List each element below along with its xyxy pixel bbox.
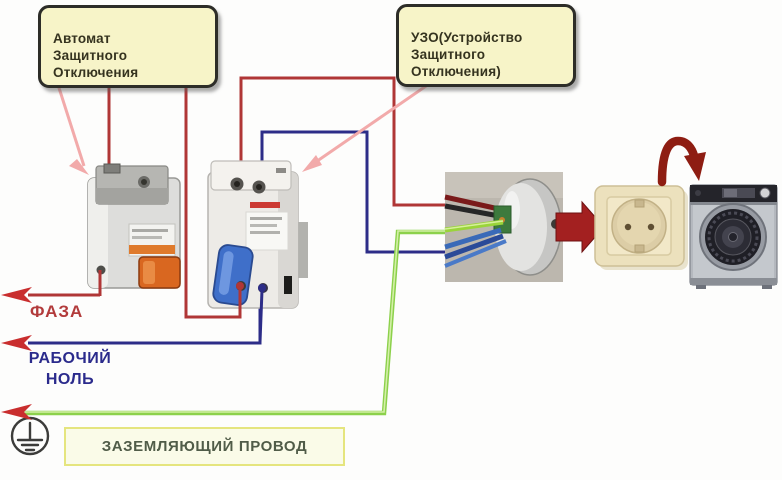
breaker-callout-text: Автомат Защитного Отключения <box>53 31 139 80</box>
ground-label-text: ЗАЗЕМЛЯЮЩИЙ ПРОВОД <box>101 438 308 455</box>
washer-display <box>722 188 755 198</box>
neutral-label: РАБОЧИЙ НОЛЬ <box>28 350 112 388</box>
ground-arrowhead <box>1 404 32 420</box>
photo-wire-black <box>444 203 500 219</box>
phase-arrowhead <box>1 287 32 303</box>
photo-wire-ground <box>444 219 504 233</box>
breaker-device <box>87 163 181 289</box>
junction-to-socket-arrow <box>555 200 605 254</box>
phase-wire-rcd-to-junction <box>239 76 450 207</box>
rcd-callout-text: УЗО(Устройство Защитного Отключения) <box>411 30 523 79</box>
photo-wire-blue-3 <box>444 239 507 268</box>
photo-wire-brown <box>444 194 500 212</box>
rcd-callout-box: УЗО(Устройство Защитного Отключения) <box>396 4 576 87</box>
washing-machine <box>689 184 778 289</box>
neutral-arrowhead <box>1 335 32 351</box>
photo-wire-blue-2 <box>444 233 504 260</box>
ground-wire-highlight <box>24 230 450 413</box>
wall-socket <box>594 185 688 270</box>
photo-wire-blue-1 <box>444 227 502 250</box>
terminal-stubs <box>98 270 266 343</box>
neutral-rcd-bottom-stub <box>258 289 264 343</box>
earth-symbol-icon <box>10 416 50 456</box>
socket-hole-left <box>624 223 632 231</box>
callout-arrowhead-breaker <box>69 159 89 175</box>
edge-arrowheads <box>1 287 32 420</box>
callout-arrowhead-rcd <box>302 155 322 172</box>
washer-knob <box>759 187 771 199</box>
wires <box>24 74 450 416</box>
socket-hole-right <box>647 223 655 231</box>
rcd-device <box>207 160 308 309</box>
rcd-toggle <box>212 244 254 306</box>
breaker-callout-box: Автомат Защитного Отключения <box>38 5 218 88</box>
junction-box-photo <box>444 172 563 282</box>
phase-label: ФАЗА <box>30 302 84 321</box>
ground-label-box: ЗАЗЕМЛЯЮЩИЙ ПРОВОД <box>64 427 345 466</box>
socket-to-washer-arrow <box>657 136 706 187</box>
